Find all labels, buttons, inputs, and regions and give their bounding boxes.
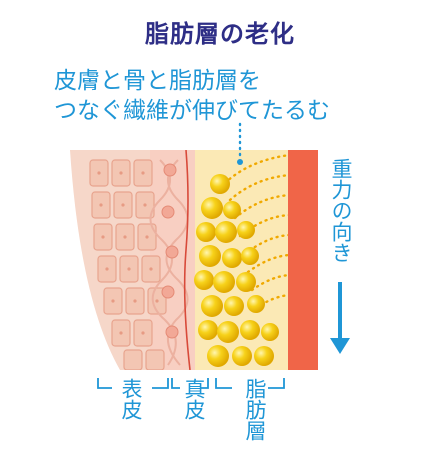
- dermis-label: 真皮: [182, 378, 206, 420]
- dermis-cells: [161, 163, 179, 339]
- pointer-dot: [237, 159, 243, 165]
- gravity-label: 重力の向き: [329, 158, 353, 263]
- fiber-caption: 皮膚と骨と脂肪層を つなぐ繊維が伸びてたるむ: [54, 66, 434, 126]
- epidermis-label: 表皮: [119, 378, 143, 420]
- fat-layer-label: 脂肪層: [243, 378, 267, 441]
- caption-line-2: つなぐ繊維が伸びてたるむ: [54, 98, 330, 124]
- skin-layers: [70, 150, 318, 370]
- layer-brackets: [97, 378, 285, 389]
- bone-layer: [288, 150, 318, 370]
- blood-vessel: [183, 150, 191, 370]
- caption-line-1: 皮膚と骨と脂肪層を: [54, 68, 261, 94]
- gravity-arrow-icon: [330, 338, 350, 354]
- page-title: 脂肪層の老化: [145, 20, 295, 48]
- dermis-fibers: [149, 159, 189, 366]
- fat-globules: [194, 174, 279, 367]
